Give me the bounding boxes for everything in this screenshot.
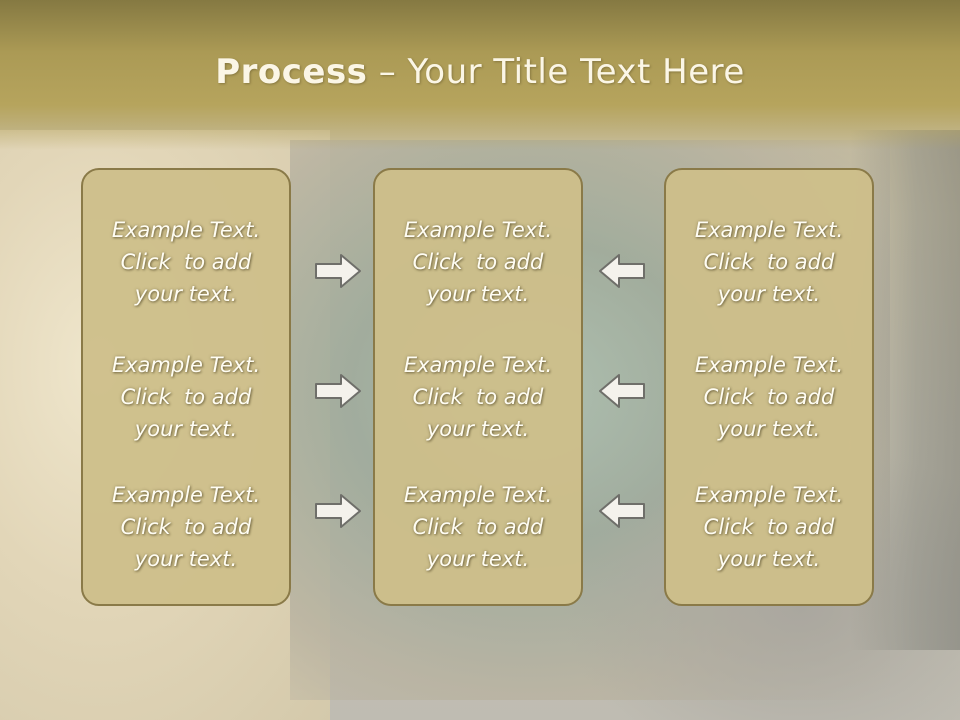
text-line: Click to add — [412, 250, 544, 274]
text-block[interactable]: Example Text. Click to add your text. — [375, 479, 581, 575]
text-line: Example Text. — [403, 218, 553, 242]
arrow-left-icon — [599, 374, 645, 408]
arrow-right-icon — [315, 494, 361, 528]
arrow-right-icon — [315, 374, 361, 408]
process-panel-right[interactable]: Example Text. Click to add your text. Ex… — [664, 168, 874, 606]
arrow-left-icon — [599, 494, 645, 528]
text-line: Example Text. — [111, 353, 261, 377]
title-band — [0, 0, 960, 150]
title-rest: – Your Title Text Here — [367, 52, 745, 92]
text-line: your text. — [717, 417, 821, 441]
text-block[interactable]: Example Text. Click to add your text. — [83, 214, 289, 310]
text-line: Example Text. — [694, 218, 844, 242]
arrow-left-icon — [599, 254, 645, 288]
text-line: Example Text. — [111, 218, 261, 242]
text-line: your text. — [426, 417, 530, 441]
text-line: your text. — [426, 547, 530, 571]
text-line: Example Text. — [694, 483, 844, 507]
text-line: your text. — [717, 547, 821, 571]
text-line: Click to add — [703, 385, 835, 409]
text-block[interactable]: Example Text. Click to add your text. — [375, 349, 581, 445]
text-block[interactable]: Example Text. Click to add your text. — [375, 214, 581, 310]
text-block[interactable]: Example Text. Click to add your text. — [83, 479, 289, 575]
text-line: Click to add — [412, 515, 544, 539]
text-line: your text. — [717, 282, 821, 306]
text-line: Example Text. — [694, 353, 844, 377]
text-line: Click to add — [703, 250, 835, 274]
text-line: your text. — [134, 282, 238, 306]
text-block[interactable]: Example Text. Click to add your text. — [83, 349, 289, 445]
text-line: Click to add — [120, 250, 252, 274]
process-panel-left[interactable]: Example Text. Click to add your text. Ex… — [81, 168, 291, 606]
text-line: your text. — [134, 547, 238, 571]
text-line: Example Text. — [403, 483, 553, 507]
text-line: Click to add — [120, 385, 252, 409]
text-line: your text. — [134, 417, 238, 441]
text-line: Click to add — [120, 515, 252, 539]
arrow-right-icon — [315, 254, 361, 288]
slide-title[interactable]: Process – Your Title Text Here — [0, 52, 960, 92]
text-line: Example Text. — [403, 353, 553, 377]
title-bold: Process — [215, 52, 368, 92]
text-block[interactable]: Example Text. Click to add your text. — [666, 479, 872, 575]
process-panel-center[interactable]: Example Text. Click to add your text. Ex… — [373, 168, 583, 606]
text-line: your text. — [426, 282, 530, 306]
text-line: Example Text. — [111, 483, 261, 507]
text-block[interactable]: Example Text. Click to add your text. — [666, 349, 872, 445]
text-line: Click to add — [703, 515, 835, 539]
text-block[interactable]: Example Text. Click to add your text. — [666, 214, 872, 310]
text-line: Click to add — [412, 385, 544, 409]
